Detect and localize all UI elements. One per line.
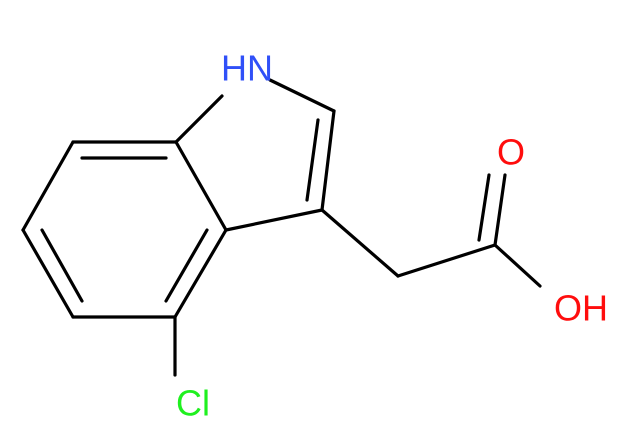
bond-c6-c5-double [40,228,84,303]
pyrrole-ring [174,78,336,232]
bond-c-o-double-b [477,173,491,242]
bond-c7-c6 [21,140,75,232]
bond-c7a-n1 [174,94,224,144]
bond-c-o-double-a [493,173,507,247]
bond-c3-c3a [224,208,324,232]
benzene-ring [21,140,228,319]
nh-label: HN [221,48,273,89]
bond-c2-c3-double [305,118,320,202]
carbonyl-oxygen-label: O [497,132,525,173]
bond-c3-ch2 [320,208,400,278]
bond-c-oh [493,243,542,288]
hydroxyl-label: OH [554,288,608,329]
bond-c3a-c7a [174,140,228,232]
acetic-acid-chain [320,173,542,288]
chlorine-label: Cl [176,383,210,424]
bond-c2-c3 [320,109,336,212]
bond-n1-c2 [268,78,336,113]
bond-c6-c5 [21,228,75,319]
bond-c4-c3a-double [164,228,209,303]
bond-ch2-cooh [396,243,497,278]
bond-c4-c3a [173,228,228,319]
